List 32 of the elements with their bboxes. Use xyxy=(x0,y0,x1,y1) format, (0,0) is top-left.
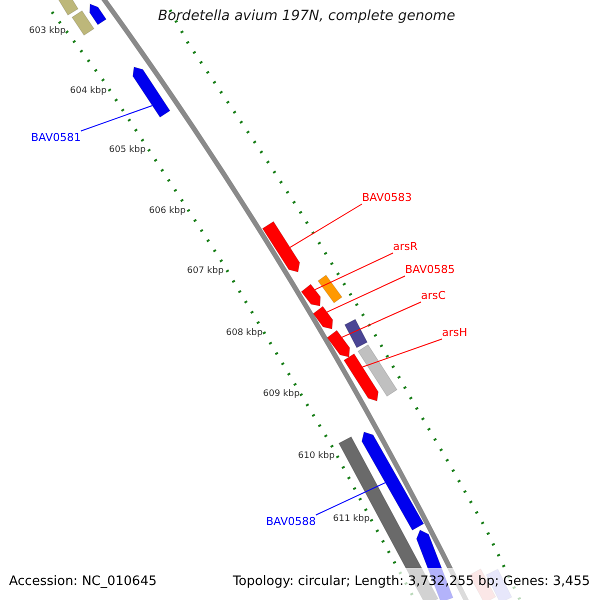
leader-line xyxy=(341,302,422,338)
gene-label: BAV0585 xyxy=(405,263,455,276)
gene-label: arsC xyxy=(421,289,446,302)
gene-feature xyxy=(326,330,350,358)
gene-feature xyxy=(132,66,170,118)
genome-summary-text: Topology: circular; Length: 3,732,255 bp; Genes: 3,455 xyxy=(232,574,590,589)
scale-label: 608 kbp xyxy=(226,328,263,338)
scale-label: 607 kbp xyxy=(187,266,224,276)
leader-line xyxy=(315,482,386,516)
leader-line xyxy=(326,276,406,313)
gene-label: BAV0583 xyxy=(362,191,412,204)
scale-label: 604 kbp xyxy=(70,86,107,96)
leader-line xyxy=(290,204,362,248)
scale-label: 610 kbp xyxy=(298,451,335,461)
scale-label: 609 kbp xyxy=(263,389,300,399)
leader-line xyxy=(314,252,394,290)
gene-feature xyxy=(312,306,334,330)
accession-text: Accession: NC_010645 xyxy=(9,574,157,589)
scale-label: 603 kbp xyxy=(29,26,66,36)
gene-label: BAV0588 xyxy=(266,515,316,528)
gene-feature xyxy=(343,353,379,402)
gene-feature xyxy=(300,284,321,306)
scale-label: 605 kbp xyxy=(109,145,146,155)
gene-label: BAV0581 xyxy=(31,131,81,144)
gene-label: arsH xyxy=(442,326,468,339)
gene-feature xyxy=(262,221,300,272)
scale-label: 611 kbp xyxy=(333,514,370,524)
scale-label: 606 kbp xyxy=(149,206,186,216)
leader-line xyxy=(80,105,153,132)
map-title: Bordetella avium 197N, complete genome xyxy=(158,8,456,24)
leader-line xyxy=(362,338,442,368)
gene-label: arsR xyxy=(393,240,418,253)
